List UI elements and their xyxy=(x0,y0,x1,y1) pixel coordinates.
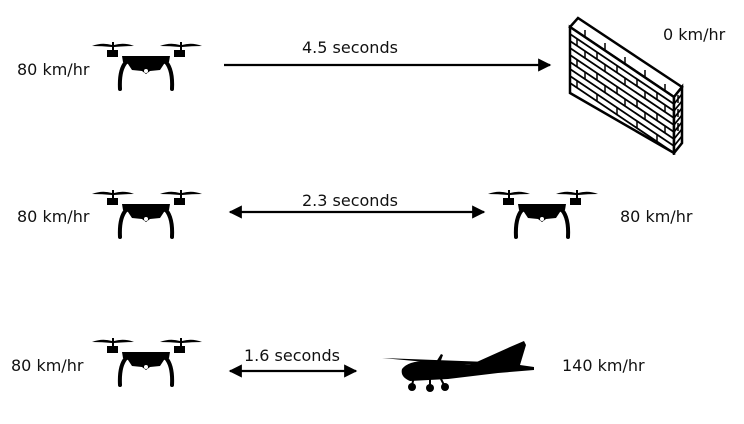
right-speed-label: 80 km/hr xyxy=(620,207,693,226)
left-speed-label: 80 km/hr xyxy=(17,207,90,226)
left-speed-label: 80 km/hr xyxy=(17,60,90,79)
drone-icon xyxy=(90,336,204,390)
drone-icon xyxy=(90,40,204,94)
right-speed-label: 140 km/hr xyxy=(562,356,645,375)
time-label: 2.3 seconds xyxy=(302,191,398,210)
time-label: 4.5 seconds xyxy=(302,38,398,57)
left-speed-label: 80 km/hr xyxy=(11,356,84,375)
time-label: 1.6 seconds xyxy=(244,346,340,365)
right-speed-label: 0 km/hr xyxy=(663,25,726,44)
one-way-arrow xyxy=(224,58,552,72)
airplane-icon xyxy=(378,337,538,393)
drone-icon xyxy=(90,188,204,242)
drone-icon xyxy=(486,188,600,242)
brick-wall-icon xyxy=(565,15,685,155)
two-way-arrow xyxy=(228,205,486,219)
two-way-arrow xyxy=(228,364,358,378)
